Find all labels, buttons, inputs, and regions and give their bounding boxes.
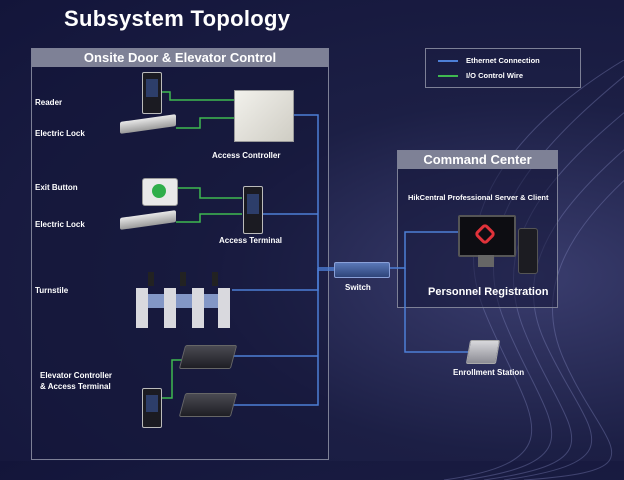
elevator-label: Elevator Controller & Access Terminal bbox=[40, 371, 113, 391]
elevator-terminal-screen bbox=[146, 395, 158, 412]
access-controller-device bbox=[234, 90, 294, 142]
access-terminal-label: Access Terminal bbox=[219, 236, 282, 245]
onsite-panel-header: Onsite Door & Elevator Control bbox=[32, 49, 328, 67]
reader-screen bbox=[146, 79, 158, 97]
access-controller-label: Access Controller bbox=[212, 151, 281, 160]
io-wire-lock2 bbox=[176, 213, 242, 223]
switch-label: Switch bbox=[345, 283, 371, 292]
elevator-terminal-device bbox=[142, 388, 162, 428]
reader-device bbox=[142, 72, 162, 114]
command-center-header: Command Center bbox=[398, 151, 557, 169]
access-terminal-screen bbox=[247, 194, 259, 214]
ethernet-legend-swatch bbox=[438, 60, 458, 62]
enrollment-station-device bbox=[465, 340, 501, 364]
io-legend-swatch bbox=[438, 75, 458, 77]
personnel-registration-label: Personnel Registration bbox=[428, 286, 549, 298]
io-wire-exit bbox=[176, 187, 242, 199]
io-wire-lock1 bbox=[176, 117, 234, 129]
electric-lock-2-label: Electric Lock bbox=[35, 220, 85, 229]
page-title: Subsystem Topology bbox=[64, 6, 291, 31]
eth-switch-enroll bbox=[404, 268, 468, 353]
exit-button-device bbox=[142, 178, 178, 206]
ethernet-legend-label: Ethernet Connection bbox=[466, 56, 540, 65]
background-swirl bbox=[443, 60, 624, 480]
eth-controller bbox=[292, 114, 334, 269]
server-monitor-stand bbox=[478, 255, 494, 267]
network-switch-device bbox=[334, 262, 390, 278]
exit-button-green-icon bbox=[152, 184, 166, 198]
server-monitor-device bbox=[458, 215, 516, 257]
exit-button-label: Exit Button bbox=[35, 183, 78, 192]
io-wire-elevator bbox=[160, 359, 182, 399]
access-terminal-device bbox=[243, 186, 263, 234]
server-label: HikCentral Professional Server & Client bbox=[408, 193, 549, 202]
electric-lock-1-label: Electric Lock bbox=[35, 129, 85, 138]
io-legend-label: I/O Control Wire bbox=[466, 71, 524, 80]
command-center-panel: Command Center bbox=[397, 150, 558, 308]
elevator-controller-1-device bbox=[178, 345, 238, 369]
server-tower-device bbox=[518, 228, 538, 274]
eth-switch-server bbox=[388, 231, 458, 269]
reader-label: Reader bbox=[35, 98, 63, 107]
connection-lines bbox=[160, 91, 468, 406]
eth-elevator-bottom bbox=[232, 268, 319, 406]
enrollment-station-label: Enrollment Station bbox=[453, 368, 525, 377]
elevator-controller-2-device bbox=[178, 393, 238, 417]
legend: Ethernet Connection I/O Control Wire bbox=[425, 48, 581, 88]
io-wire-reader bbox=[160, 91, 234, 101]
turnstile-device bbox=[136, 272, 230, 328]
turnstile-label: Turnstile bbox=[35, 286, 69, 295]
hikcentral-logo-icon bbox=[473, 222, 497, 246]
